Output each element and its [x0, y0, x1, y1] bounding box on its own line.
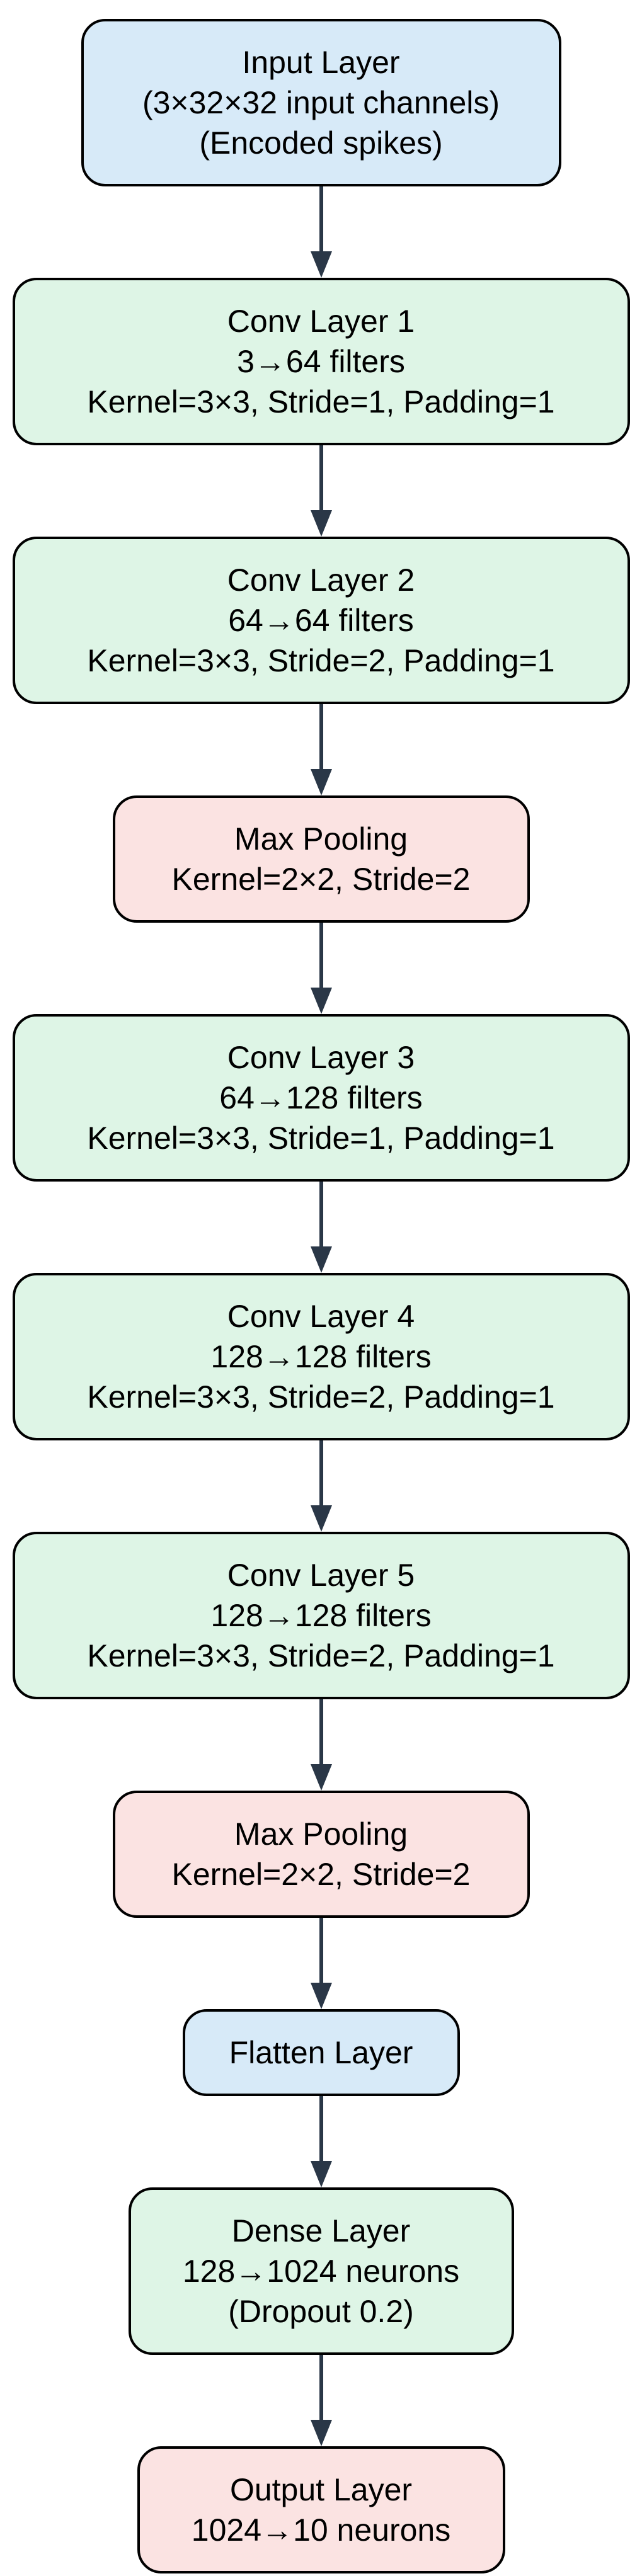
node-title: Conv Layer 1 — [227, 304, 415, 339]
node-detail: Kernel=3×3, Stride=2, Padding=1 — [87, 643, 555, 678]
node-detail: 128→1024 neurons — [182, 2254, 460, 2289]
node-detail: Kernel=3×3, Stride=1, Padding=1 — [87, 384, 555, 419]
arrow-shaft — [319, 1440, 323, 1505]
flow-arrow — [310, 2355, 332, 2446]
node-detail: 128→128 filters — [210, 1598, 432, 1633]
node-title: Input Layer — [242, 45, 400, 80]
node-detail: Kernel=3×3, Stride=2, Padding=1 — [87, 1379, 555, 1415]
arrow-shaft — [319, 704, 323, 769]
node-flatten-layer: Flatten Layer — [182, 2009, 460, 2096]
arrowhead-icon — [310, 988, 332, 1014]
node-detail: (3×32×32 input channels) — [142, 85, 500, 120]
arrow-shaft — [319, 1182, 323, 1246]
arrowhead-icon — [310, 769, 332, 795]
node-title: Max Pooling — [234, 1816, 408, 1852]
arrow-shaft — [319, 2355, 323, 2420]
node-detail: Kernel=3×3, Stride=1, Padding=1 — [87, 1120, 555, 1156]
arrow-shaft — [319, 923, 323, 988]
node-title: Conv Layer 5 — [227, 1558, 415, 1593]
node-detail: Kernel=2×2, Stride=2 — [171, 1857, 471, 1892]
node-title: Conv Layer 2 — [227, 562, 415, 598]
arrowhead-icon — [310, 2161, 332, 2187]
node-detail: 64→64 filters — [228, 603, 414, 638]
arrowhead-icon — [310, 510, 332, 537]
arrowhead-icon — [310, 1505, 332, 1532]
node-output-layer: Output Layer 1024→10 neurons — [137, 2446, 505, 2573]
arrow-shaft — [319, 1699, 323, 1764]
node-detail: Kernel=2×2, Stride=2 — [171, 862, 471, 897]
flow-arrow — [310, 704, 332, 795]
arrow-shaft — [319, 1918, 323, 1983]
arrowhead-icon — [310, 251, 332, 278]
flow-arrow — [310, 923, 332, 1014]
arrow-shaft — [319, 445, 323, 510]
node-title: Conv Layer 3 — [227, 1040, 415, 1075]
flow-arrow — [310, 186, 332, 278]
flow-arrow — [310, 1440, 332, 1532]
node-title: Conv Layer 4 — [227, 1299, 415, 1334]
arrowhead-icon — [310, 1764, 332, 1791]
node-detail: Kernel=3×3, Stride=2, Padding=1 — [87, 1638, 555, 1673]
node-detail: 64→128 filters — [219, 1080, 423, 1115]
flow-arrow — [310, 445, 332, 537]
flow-arrow — [310, 2096, 332, 2187]
node-detail: 1024→10 neurons — [191, 2512, 451, 2548]
arrow-shaft — [319, 186, 323, 251]
node-detail: (Dropout 0.2) — [228, 2294, 414, 2329]
arrowhead-icon — [310, 1983, 332, 2009]
node-dense-layer: Dense Layer 128→1024 neurons (Dropout 0.2) — [128, 2187, 514, 2355]
node-detail: 128→128 filters — [210, 1339, 432, 1374]
node-title: Dense Layer — [231, 2213, 411, 2248]
node-title: Output Layer — [229, 2472, 413, 2507]
node-detail: (Encoded spikes) — [199, 125, 443, 161]
node-input-layer: Input Layer (3×32×32 input channels) (Enco… — [81, 19, 561, 186]
flow-arrow — [310, 1699, 332, 1791]
node-title: Flatten Layer — [229, 2035, 413, 2070]
node-detail: 3→64 filters — [237, 344, 405, 379]
flow-arrow — [310, 1182, 332, 1273]
arrowhead-icon — [310, 1246, 332, 1273]
flow-arrow — [310, 1918, 332, 2009]
arrow-shaft — [319, 2096, 323, 2161]
node-title: Max Pooling — [234, 821, 408, 857]
arrowhead-icon — [310, 2420, 332, 2446]
